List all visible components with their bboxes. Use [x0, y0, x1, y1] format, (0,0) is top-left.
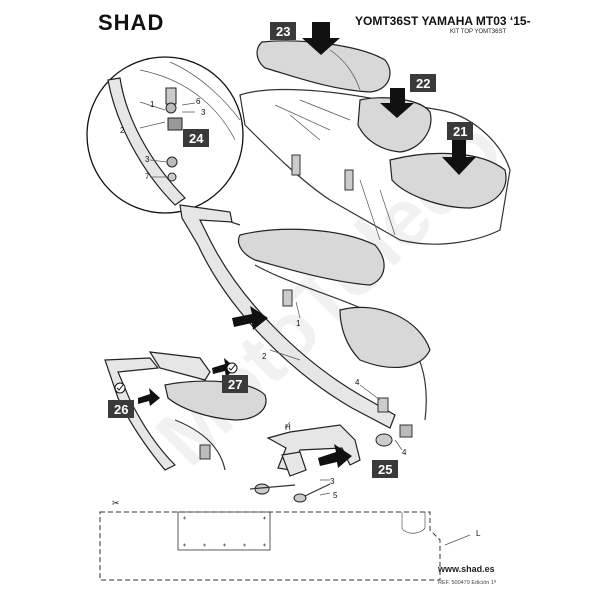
detail-circle: [86, 56, 244, 214]
rack-bar-middle: [179, 204, 431, 438]
part-label: 1: [296, 319, 301, 328]
part-label: 1: [150, 100, 155, 109]
bracket-h: [249, 424, 393, 503]
step-badge-26: 26: [108, 400, 134, 418]
part-label: 7: [145, 172, 150, 181]
arrow-step-25: [318, 444, 352, 468]
kit-subtitle: KIT TOP YOMT36ST: [450, 29, 507, 35]
cut-template: ✂: [99, 498, 471, 581]
svg-text:27: 27: [228, 377, 242, 392]
arrow-rack-mount: [232, 306, 268, 330]
svg-text:23: 23: [276, 24, 290, 39]
part-label: 3: [330, 477, 335, 486]
part-label: 4: [355, 378, 360, 387]
step-badge-22: 22: [410, 74, 436, 92]
part-label: H: [285, 423, 291, 432]
arrow-step-26: [138, 388, 160, 406]
scissors-icon: ✂: [112, 498, 120, 508]
part-label: 6: [196, 97, 201, 106]
part-label: 2: [262, 352, 267, 361]
part-label: 2: [120, 126, 125, 135]
kit-title: YOMT36ST YAMAHA MT03 ‘15-: [355, 14, 531, 28]
motorcycle-tail-top: [239, 40, 511, 245]
step-badge-27: 27: [222, 375, 248, 393]
svg-text:21: 21: [453, 124, 467, 139]
svg-text:25: 25: [378, 462, 392, 477]
step-badge-21: 21: [447, 122, 473, 140]
svg-text:22: 22: [416, 76, 430, 91]
arrow-step-21: [442, 140, 476, 175]
part-label: 3: [201, 108, 206, 117]
shad-logo: SHAD: [98, 10, 165, 35]
part-label: L: [476, 529, 481, 538]
svg-text:26: 26: [114, 402, 128, 417]
part-label: 3: [145, 155, 150, 164]
step-badge-25: 25: [372, 460, 398, 478]
footer-ref: REF. 500479 Edición 1ª: [438, 580, 496, 586]
part-label: 4: [402, 448, 407, 457]
step-badge-24: 24: [183, 129, 209, 147]
arrow-step-23: [302, 22, 340, 55]
footer-url[interactable]: www.shad.es: [438, 564, 495, 574]
part-label: 5: [333, 491, 338, 500]
svg-text:24: 24: [189, 131, 204, 146]
arrow-step-22: [380, 88, 414, 118]
step-badge-23: 23: [270, 22, 296, 40]
